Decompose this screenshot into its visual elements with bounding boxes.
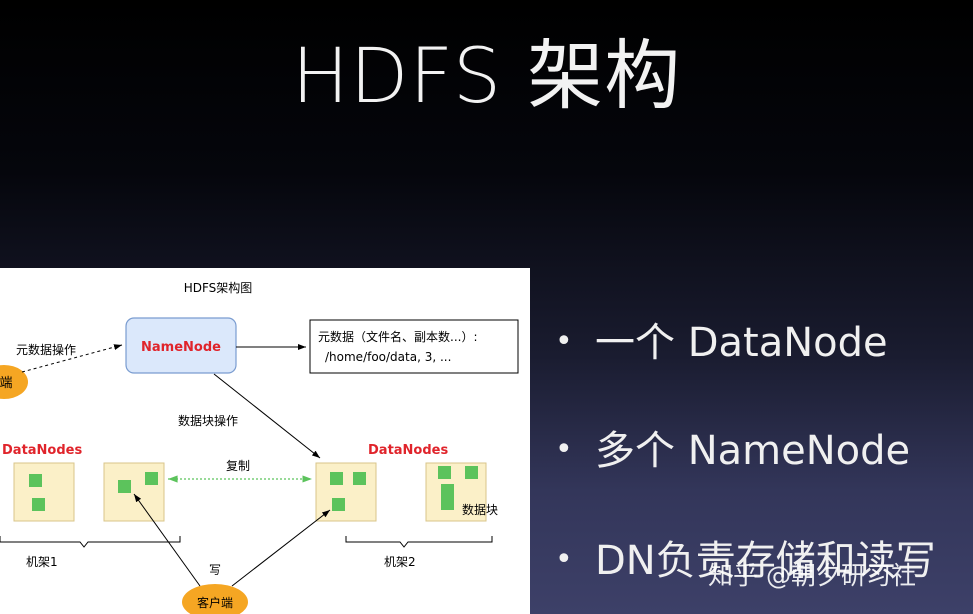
rack2-brace bbox=[345, 536, 493, 548]
rack1-label: 机架1 bbox=[26, 555, 58, 569]
bullet-item-3: • DN负责存储和读写 bbox=[555, 528, 936, 586]
bullet-item-2: • 多个 NameNode bbox=[555, 418, 910, 476]
bullet-text-1: 一个 DataNode bbox=[595, 320, 888, 366]
data-block bbox=[330, 472, 343, 485]
metadata-ops-label: 元数据操作 bbox=[16, 342, 76, 357]
replication-label: 复制 bbox=[226, 459, 250, 473]
rack2-label: 机架2 bbox=[384, 555, 416, 569]
bullet-item-1: • 一个 DataNode bbox=[555, 310, 888, 368]
namenode-box bbox=[125, 317, 237, 374]
data-block bbox=[353, 472, 366, 485]
hdfs-architecture-diagram: HDFS架构图 NameNode 元数据（文件名、副本数...）: /home/… bbox=[0, 268, 530, 614]
client-partial-label: 端 bbox=[0, 376, 13, 391]
bullet-dot-icon: • bbox=[555, 323, 573, 359]
datanode-r1-a bbox=[13, 462, 75, 522]
diagram-svg: HDFS架构图 NameNode 元数据（文件名、副本数...）: /home/… bbox=[0, 280, 519, 614]
diagram-caption: HDFS架构图 bbox=[184, 280, 253, 295]
metadata-line-2: /home/foo/data, 3, ... bbox=[325, 350, 451, 364]
data-block bbox=[465, 466, 478, 479]
data-block bbox=[438, 466, 451, 479]
data-block bbox=[332, 498, 345, 511]
namenode-label: NameNode bbox=[141, 340, 221, 355]
bullet-dot-icon: • bbox=[555, 541, 573, 577]
data-block bbox=[32, 498, 45, 511]
watermark: 知乎 @朝夕研习社 bbox=[708, 561, 916, 590]
datanode-r1-b bbox=[103, 462, 165, 522]
metadata-box bbox=[309, 319, 519, 374]
metadata-ops-arrow bbox=[21, 344, 123, 373]
block-ops-label: 数据块操作 bbox=[178, 413, 238, 428]
client-label: 客户端 bbox=[197, 595, 233, 610]
bullet-text-2: 多个 NameNode bbox=[595, 428, 911, 474]
write-arrow-left bbox=[133, 493, 201, 587]
datanode-r2-a bbox=[315, 462, 377, 522]
slide-title: HDFS 架构 bbox=[291, 31, 682, 120]
datanodes-left-label: DataNodes bbox=[2, 443, 82, 458]
data-block-label: 数据块 bbox=[462, 502, 498, 517]
client-node bbox=[182, 584, 248, 614]
rack1-brace bbox=[0, 536, 181, 548]
data-block bbox=[441, 484, 454, 510]
bullet-dot-icon: • bbox=[555, 431, 573, 467]
data-block bbox=[145, 472, 158, 485]
metadata-line-1: 元数据（文件名、副本数...）: bbox=[318, 329, 478, 344]
datanodes-right-label: DataNodes bbox=[368, 443, 448, 458]
data-block bbox=[118, 480, 131, 493]
write-arrow-right bbox=[231, 509, 331, 587]
client-node-partial bbox=[0, 365, 28, 399]
data-block bbox=[29, 474, 42, 487]
block-ops-arrow bbox=[213, 373, 321, 459]
bullet-text-3: DN负责存储和读写 bbox=[595, 538, 936, 584]
write-label: 写 bbox=[209, 563, 221, 577]
